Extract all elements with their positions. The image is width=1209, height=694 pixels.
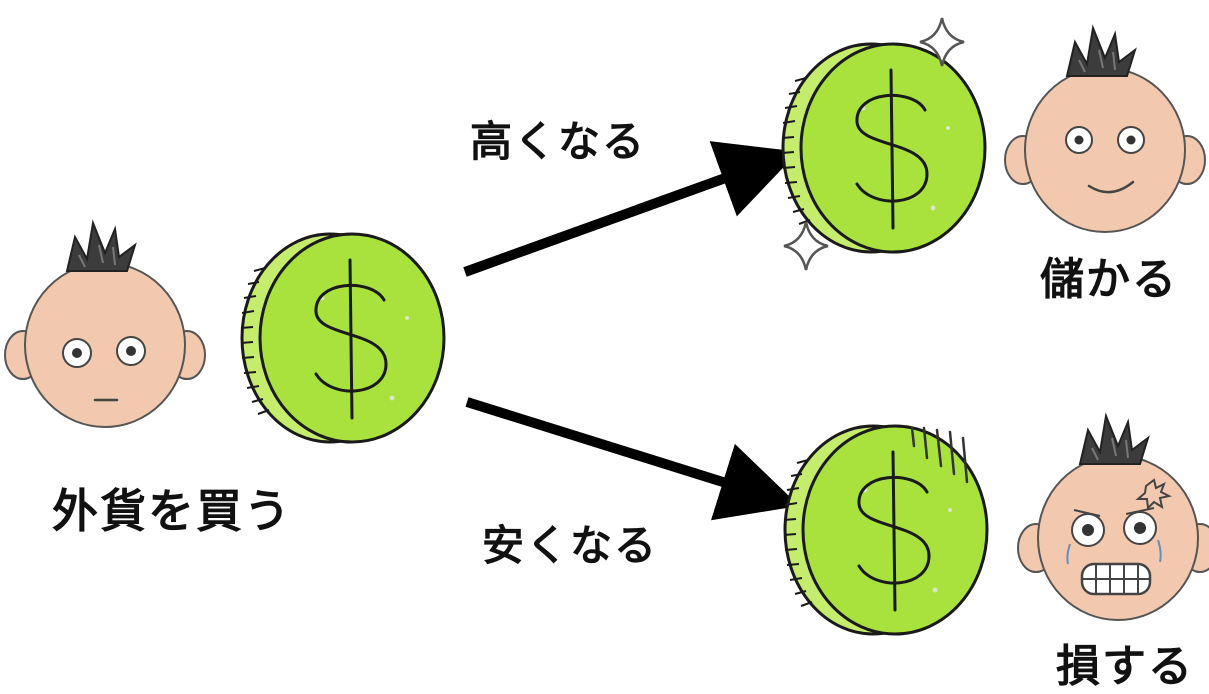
label-price-rises: 高くなる — [470, 117, 647, 166]
coin-icon — [780, 42, 987, 254]
person-happy-icon — [1004, 27, 1206, 233]
arrow-down-right-icon — [465, 397, 800, 521]
person-angry-icon — [1017, 415, 1209, 621]
label-profit: 儲かる — [1040, 254, 1178, 305]
coin-icon — [782, 424, 989, 636]
coin-icon — [239, 232, 446, 444]
label-loss: 損する — [1056, 641, 1194, 692]
label-price-falls: 安くなる — [482, 521, 659, 570]
arrow-up-right-icon — [463, 141, 799, 277]
label-buy-foreign-currency: 外貨を買う — [52, 484, 292, 538]
person-neutral-icon — [4, 222, 206, 428]
motion-lines-icon — [910, 426, 969, 484]
